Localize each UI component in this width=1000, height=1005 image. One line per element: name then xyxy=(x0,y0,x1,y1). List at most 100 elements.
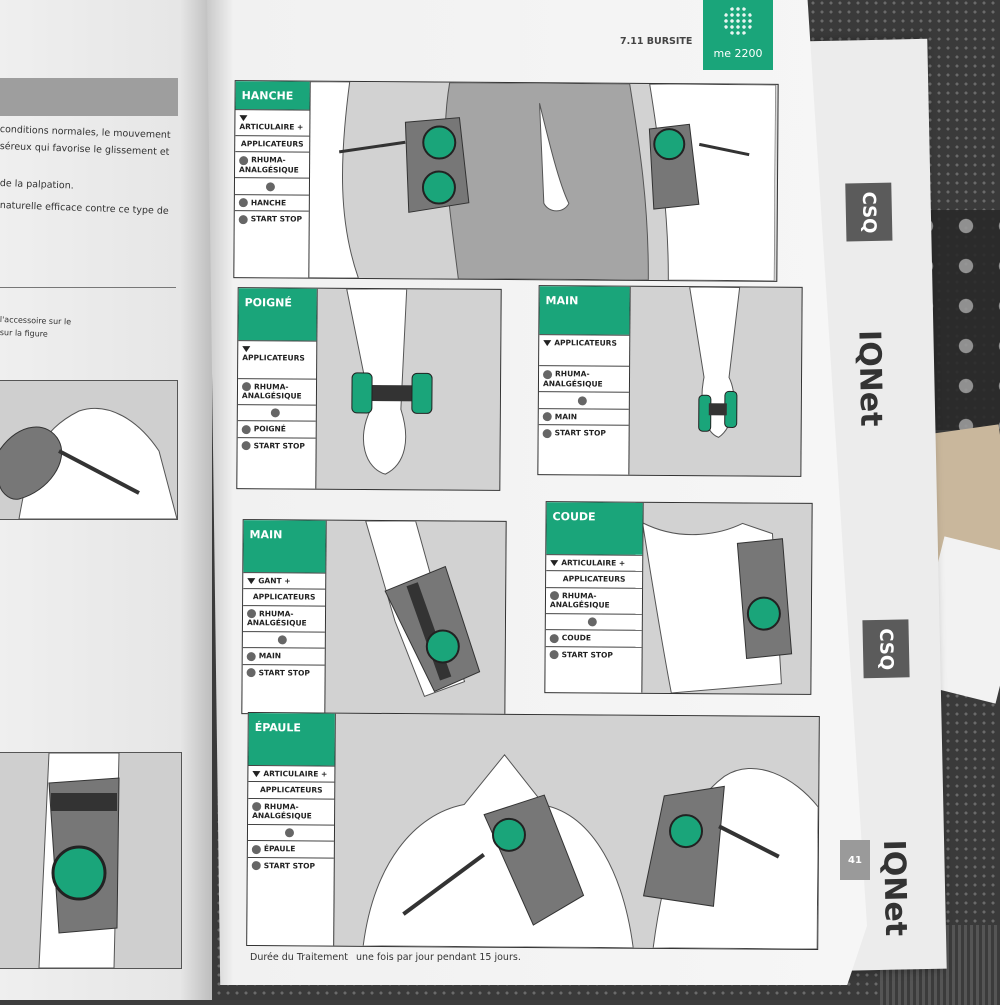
iqnet-logo: IQNet xyxy=(851,329,889,427)
button-dot-icon xyxy=(577,396,587,406)
button-dot-icon xyxy=(241,441,251,451)
button-dot-icon xyxy=(246,668,256,678)
menu-row: APPLICATEURS xyxy=(248,781,335,799)
panel-title: MAIN xyxy=(539,286,630,335)
menu-row: START STOP xyxy=(545,645,642,663)
menu-row: RHUMA-ANALGÉSIQUE xyxy=(237,377,317,405)
panel-epaule: ÉPAULE ARTICULAIRE + APPLICATEURS RHUMA-… xyxy=(246,712,820,950)
left-page-heading-bar xyxy=(0,78,178,116)
triangle-icon xyxy=(543,340,552,347)
menu-row: RHUMA-ANALGÉSIQUE xyxy=(545,586,643,614)
triangle-icon xyxy=(252,771,261,778)
menu-row: MAIN xyxy=(242,647,325,665)
left-text-line: séreux qui favorise le glissement et xyxy=(0,141,170,158)
triangle-icon xyxy=(247,578,256,585)
left-page: conditions normales, le mouvement séreux… xyxy=(0,0,212,1000)
button-dot-icon xyxy=(241,424,251,434)
menu-row: RHUMA-ANALGÉSIQUE xyxy=(235,151,310,178)
csq-logo: CSQ xyxy=(845,182,893,242)
section-title: 7.11 BURSITE xyxy=(620,36,693,47)
left-text-line: conditions normales, le mouvement xyxy=(0,124,171,141)
button-dot-icon xyxy=(587,617,597,627)
button-dot-icon xyxy=(238,198,248,208)
menu-epaule: ÉPAULE ARTICULAIRE + APPLICATEURS RHUMA-… xyxy=(247,713,336,946)
menu-poigne: POIGNÉ APPLICATEURS RHUMA-ANALGÉSIQUE PO… xyxy=(237,288,318,489)
menu-row: COUDE xyxy=(545,629,642,647)
left-divider xyxy=(0,287,176,288)
triangle-icon xyxy=(550,560,559,567)
button-dot-icon xyxy=(549,650,559,660)
panel-hanche: HANCHE ARTICULAIRE + APPLICATEURS RHUMA-… xyxy=(233,80,779,282)
menu-hanche: HANCHE ARTICULAIRE + APPLICATEURS RHUMA-… xyxy=(234,81,311,278)
panel-main-1: MAIN APPLICATEURS RHUMA-ANALGÉSIQUE MAIN… xyxy=(537,285,803,477)
brand-box: me 2200 xyxy=(703,0,773,70)
left-figure-shoulder xyxy=(0,380,178,520)
button-dot-icon xyxy=(239,155,249,165)
menu-row: RHUMA-ANALGÉSIQUE xyxy=(538,365,630,392)
triangle-icon xyxy=(239,115,248,122)
button-dot-icon xyxy=(241,382,252,392)
button-dot-icon xyxy=(238,214,248,224)
button-dot-icon xyxy=(543,369,553,380)
button-dot-icon xyxy=(246,651,256,661)
menu-row: ARTICULAIRE + xyxy=(546,554,643,572)
model-name: me 2200 xyxy=(713,47,763,60)
button-dot-icon xyxy=(549,591,560,601)
button-dot-icon xyxy=(252,802,262,812)
menu-row xyxy=(247,823,335,841)
panel-coude: COUDE ARTICULAIRE + APPLICATEURS RHUMA-A… xyxy=(544,501,813,695)
menu-row: ARTICULAIRE + xyxy=(235,109,310,136)
left-text-line: sur la figure xyxy=(0,328,48,339)
menu-row xyxy=(538,391,629,409)
panel-title: MAIN xyxy=(243,520,326,573)
button-dot-icon xyxy=(542,428,552,438)
menu-row: ARTICULAIRE + xyxy=(248,765,335,782)
treatment-duration: Durée du Traitement une fois par jour pen… xyxy=(250,952,521,963)
menu-row: MAIN xyxy=(538,407,629,425)
menu-row xyxy=(242,630,325,648)
treatment-duration-label: Durée du Traitement xyxy=(250,952,349,963)
manual-page: 7.11 BURSITE me 2200 xyxy=(207,0,867,985)
button-dot-icon xyxy=(277,635,287,645)
menu-row: APPLICATEURS xyxy=(243,588,326,606)
menu-row xyxy=(234,177,310,195)
treatment-duration-value: une fois par jour pendant 15 jours. xyxy=(356,952,521,963)
illustration-elbow xyxy=(641,502,812,694)
menu-row: START STOP xyxy=(242,663,325,681)
menu-main-1: MAIN APPLICATEURS RHUMA-ANALGÉSIQUE MAIN… xyxy=(538,286,631,475)
menu-row: POIGNÉ xyxy=(237,420,316,438)
button-dot-icon xyxy=(251,844,261,854)
csq-logo-2: CSQ xyxy=(862,619,910,679)
panel-title: HANCHE xyxy=(235,81,310,110)
menu-row: APPLICATEURS xyxy=(546,570,643,588)
button-dot-icon xyxy=(246,609,257,619)
menu-row: ÉPAULE xyxy=(247,840,334,858)
panel-title: ÉPAULE xyxy=(248,713,335,766)
panel-main-2: MAIN GANT + APPLICATEURS RHUMA-ANALGÉSIQ… xyxy=(241,519,507,716)
menu-row: START STOP xyxy=(234,210,309,228)
button-dot-icon xyxy=(265,181,275,191)
menu-row: APPLICATEURS xyxy=(539,334,630,367)
menu-row xyxy=(237,403,316,421)
illustration-hip xyxy=(307,81,777,282)
iqnet-logo-2: IQNet xyxy=(876,839,914,937)
menu-row: START STOP xyxy=(237,436,316,454)
left-text-line: naturelle efficace contre ce type de xyxy=(0,200,169,217)
illustration-shoulder xyxy=(333,713,819,950)
button-dot-icon xyxy=(542,412,552,422)
panel-poigne: POIGNÉ APPLICATEURS RHUMA-ANALGÉSIQUE PO… xyxy=(236,287,502,491)
menu-row: START STOP xyxy=(247,856,334,874)
menu-row: RHUMA-ANALGÉSIQUE xyxy=(248,797,335,825)
page-number: 41 xyxy=(840,840,870,880)
illustration-hand xyxy=(628,286,802,476)
menu-row xyxy=(545,612,642,630)
triangle-icon xyxy=(242,346,251,353)
button-dot-icon xyxy=(270,408,280,418)
button-dot-icon xyxy=(549,633,559,643)
illustration-glove xyxy=(324,520,506,715)
menu-row: HANCHE xyxy=(234,193,309,211)
button-dot-icon xyxy=(251,861,261,871)
illustration-wrist xyxy=(315,288,501,490)
menu-row: APPLICATEURS xyxy=(235,134,310,152)
